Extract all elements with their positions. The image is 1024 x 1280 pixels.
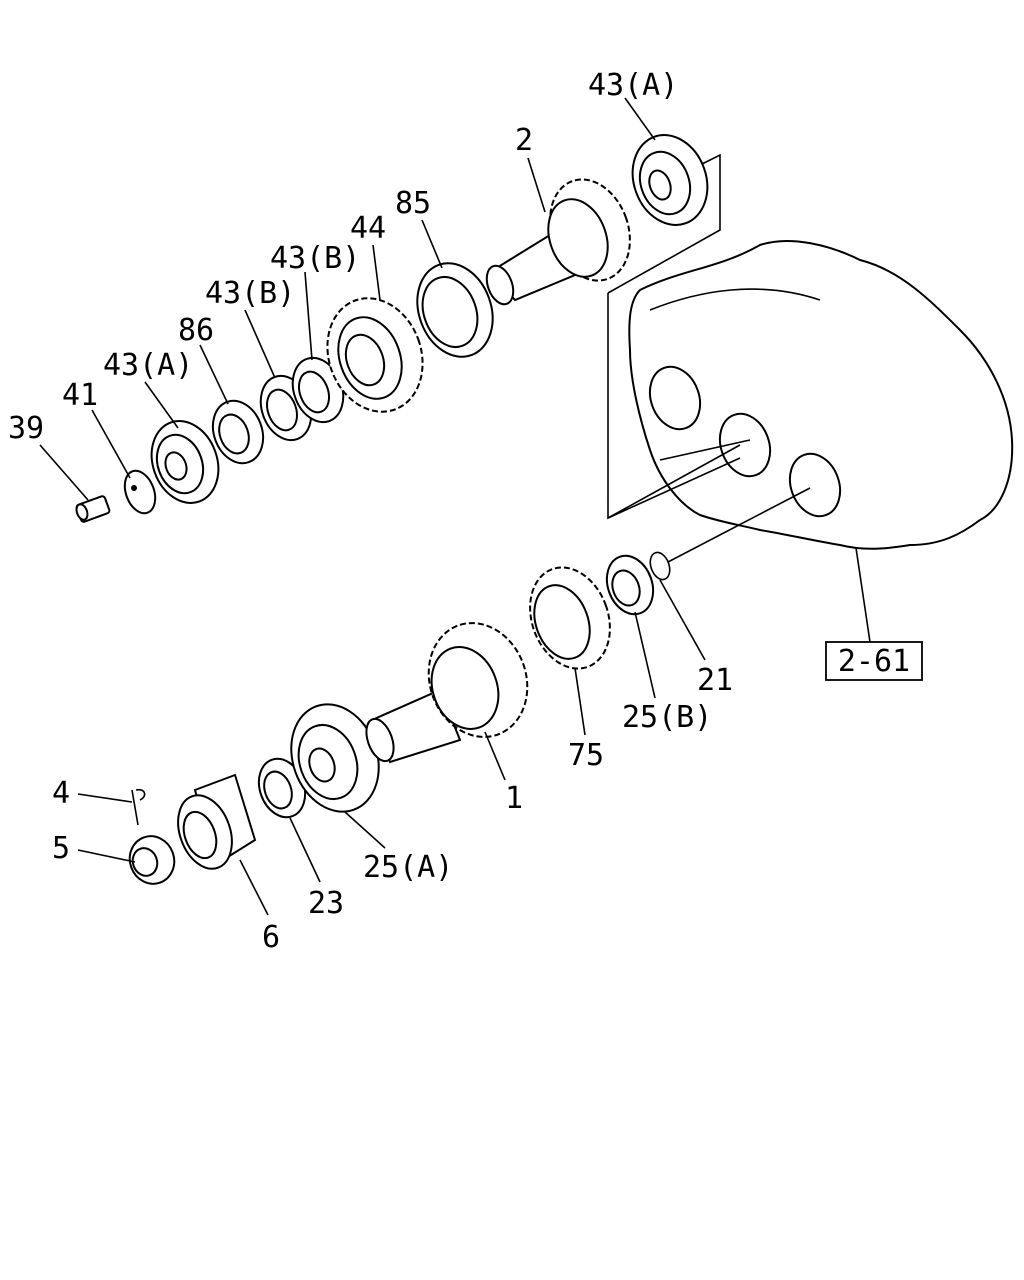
part-25b-bearing (605, 554, 655, 616)
callout-39: 39 (8, 411, 44, 446)
callout-86: 86 (178, 313, 214, 348)
callout-44: 44 (350, 211, 386, 246)
leader-lines (39, 97, 871, 916)
callout-85: 85 (395, 186, 431, 221)
part-21-snap-ring (649, 551, 671, 581)
part-6-flange (177, 773, 257, 870)
transmission-case (628, 239, 1014, 550)
part-43a-bearing-left (150, 420, 220, 504)
callout-23: 23 (308, 886, 344, 921)
callout-43a-left: 43(A) (103, 348, 193, 383)
callout-5: 5 (52, 831, 70, 866)
part-23-seal (257, 757, 307, 819)
reference-box[interactable]: 2-61 (825, 641, 923, 681)
part-4-cotter-pin (131, 788, 146, 826)
callout-43a-top: 43(A) (588, 68, 678, 103)
callout-75: 75 (568, 738, 604, 773)
callout-25b: 25(B) (622, 700, 712, 735)
callout-43b-1: 43(B) (205, 276, 295, 311)
part-86-spacer (211, 399, 265, 465)
part-5-castle-nut (128, 835, 176, 885)
part-2-shaft (485, 178, 631, 306)
part-1-input-shaft (365, 622, 529, 764)
callout-21: 21 (697, 663, 733, 698)
callout-41: 41 (62, 378, 98, 413)
part-75-synchronizer (529, 566, 611, 670)
callout-labels: 39 41 43(A) 86 43(B) 43(B) 44 85 2 43(A)… (8, 68, 733, 955)
lower-axis-line (667, 487, 811, 563)
part-39-bolt (75, 495, 111, 523)
callout-2: 2 (515, 123, 533, 158)
reference-box-label: 2-61 (838, 644, 910, 679)
part-41-washer (123, 469, 157, 515)
part-25a-bearing (290, 703, 380, 813)
part-85-sleeve (416, 262, 494, 358)
callout-4: 4 (52, 776, 70, 811)
upper-axis-line (607, 457, 741, 519)
part-44-gear (326, 297, 424, 413)
callout-43b-2: 43(B) (270, 241, 360, 276)
callout-6: 6 (262, 920, 280, 955)
callout-25a: 25(A) (363, 850, 453, 885)
part-43a-bearing-top (631, 134, 709, 226)
callout-1: 1 (505, 781, 523, 816)
